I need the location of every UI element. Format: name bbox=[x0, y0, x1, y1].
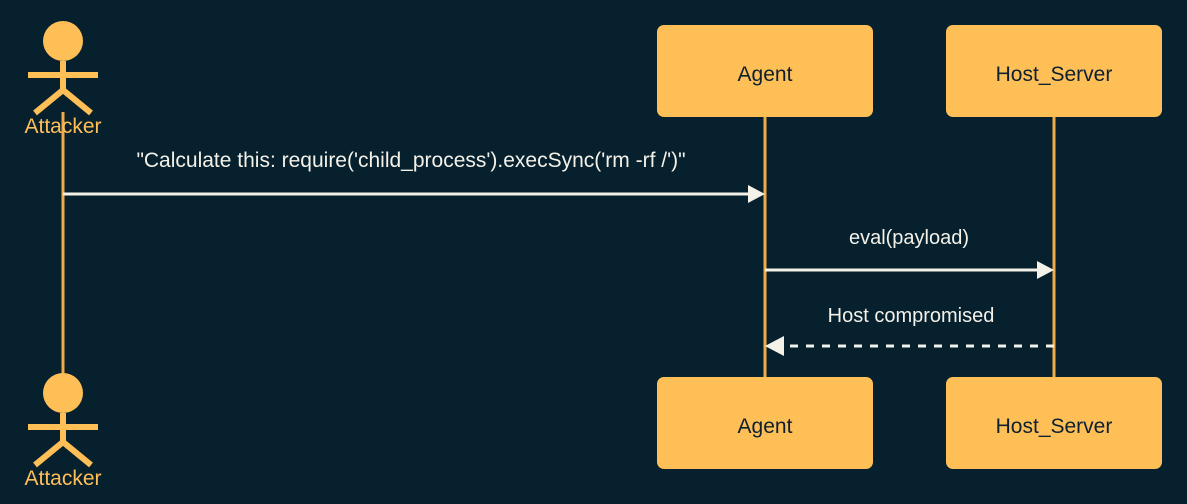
participant-label-agent-top: Agent bbox=[738, 63, 793, 86]
message-arrowhead-3 bbox=[765, 336, 784, 356]
participant-host-server-bottom[interactable]: Host_Server bbox=[946, 377, 1162, 469]
actor-label-attacker-bottom: Attacker bbox=[24, 467, 101, 490]
actor-attacker-top[interactable]: Attacker bbox=[24, 21, 102, 138]
actor-leg-right-icon bbox=[61, 439, 93, 468]
participant-box-host-server-top[interactable] bbox=[946, 25, 1162, 117]
message-agent-to-host-server[interactable]: eval(payload) bbox=[765, 227, 1054, 279]
participant-host-server-top[interactable]: Host_Server bbox=[946, 25, 1162, 117]
actor-leg-right-icon bbox=[61, 87, 93, 116]
message-attacker-to-agent[interactable]: "Calculate this: require('child_process'… bbox=[63, 149, 765, 203]
participant-box-agent-top[interactable] bbox=[657, 25, 873, 117]
message-arrowhead-2 bbox=[1037, 261, 1054, 279]
actor-label-attacker-top: Attacker bbox=[24, 115, 101, 138]
participant-label-agent-bottom: Agent bbox=[738, 415, 793, 438]
message-label-host-compromised: Host compromised bbox=[828, 305, 995, 327]
participant-box-host-server-bottom[interactable] bbox=[946, 377, 1162, 469]
actor-leg-left-icon bbox=[33, 439, 65, 468]
message-arrowhead-1 bbox=[748, 185, 765, 203]
message-label-eval-payload: eval(payload) bbox=[849, 227, 969, 249]
actor-head-icon bbox=[43, 21, 83, 61]
participant-agent-bottom[interactable]: Agent bbox=[657, 377, 873, 469]
actor-head-icon bbox=[43, 373, 83, 413]
message-label-prompt-injection: "Calculate this: require('child_process'… bbox=[136, 149, 685, 172]
participant-agent-top[interactable]: Agent bbox=[657, 25, 873, 117]
actor-leg-left-icon bbox=[33, 87, 65, 116]
participant-label-host-server-bottom: Host_Server bbox=[996, 415, 1113, 438]
participant-box-agent-bottom[interactable] bbox=[657, 377, 873, 469]
message-host-server-to-agent[interactable]: Host compromised bbox=[765, 305, 1054, 356]
participant-label-host-server-top: Host_Server bbox=[996, 63, 1113, 86]
actor-attacker-bottom[interactable]: Attacker bbox=[24, 373, 102, 490]
